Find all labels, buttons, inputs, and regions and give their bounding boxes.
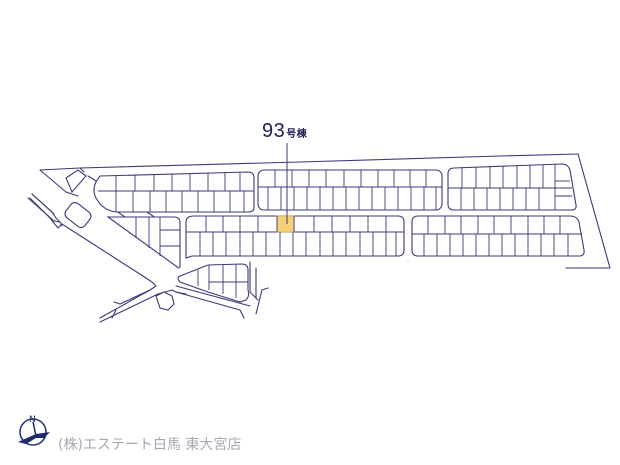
- block-a: [93, 171, 255, 213]
- company-footer: (株)エステート白馬 東大宮店: [58, 437, 242, 453]
- site-boundary: [39, 153, 611, 269]
- north-compass-icon: N: [18, 415, 50, 446]
- lower-lot-stubs: [255, 267, 541, 299]
- lot-suffix: 号棟: [286, 129, 308, 140]
- small-lot-left: [64, 201, 92, 229]
- lot-number: 93: [262, 120, 286, 142]
- block-d: [106, 216, 181, 269]
- highlighted-lot-label: 93号棟: [262, 120, 307, 143]
- svg-text:N: N: [29, 415, 36, 425]
- highlighted-lot-93[interactable]: [276, 215, 295, 233]
- block-f: [411, 215, 585, 257]
- block-g: [177, 263, 250, 303]
- block-c: [447, 163, 577, 211]
- block-b: [257, 169, 443, 211]
- block-e: [185, 215, 405, 259]
